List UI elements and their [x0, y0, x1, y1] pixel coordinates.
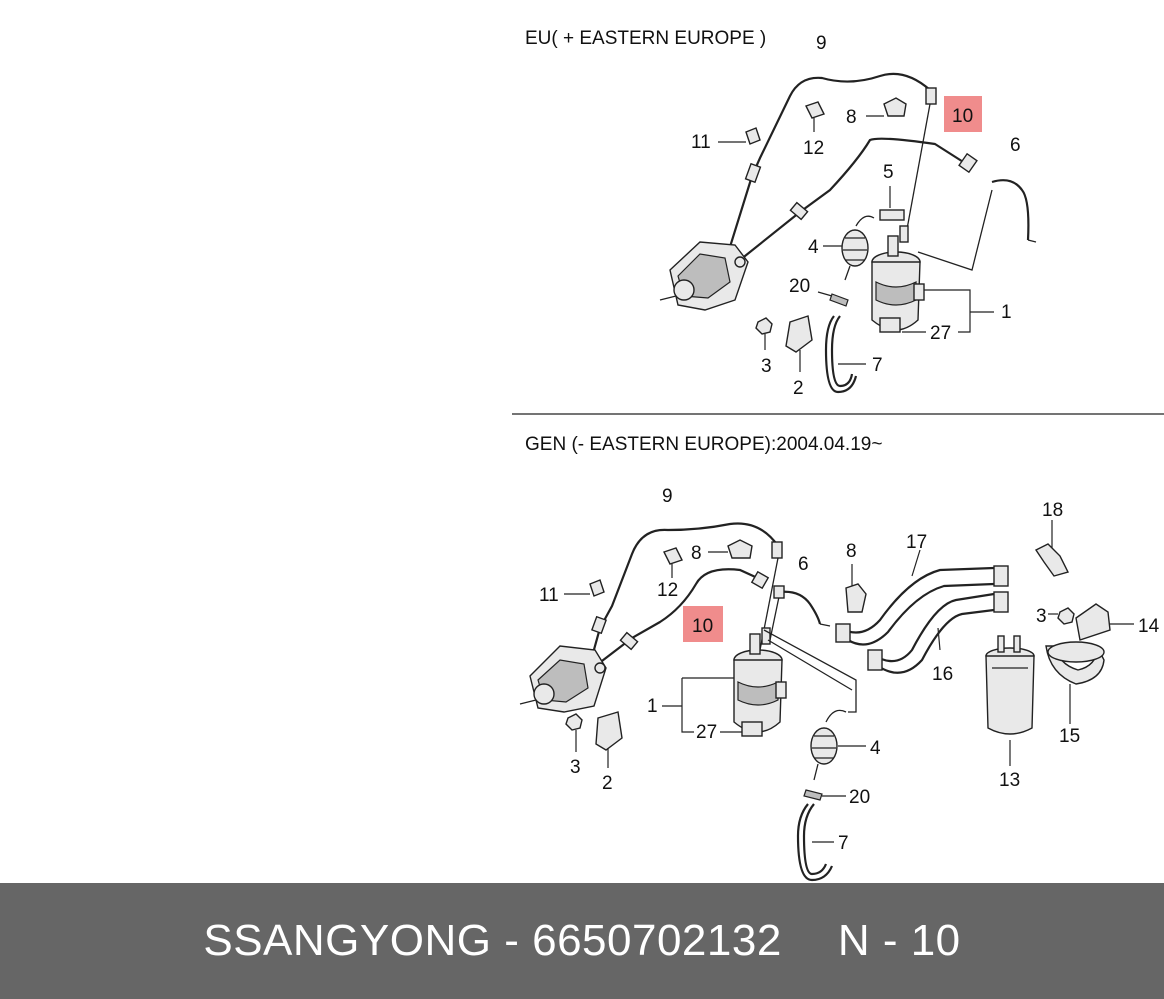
gen-callout-27: 27: [696, 722, 717, 743]
eu-fuel-pipe-10: [739, 137, 969, 261]
gen-callout-8a: 8: [691, 543, 702, 564]
gen-clip-18: [1034, 543, 1070, 577]
gen-section-title: GEN (- EASTERN EUROPE):2004.04.19~: [525, 434, 882, 455]
gen-hose-fitting: [993, 591, 1009, 613]
gen-callout-17: 17: [906, 532, 927, 553]
eu-callout-9: 9: [816, 33, 827, 54]
eu-callout-4: 4: [808, 237, 819, 258]
gen-fuel-pipe-9: [578, 522, 779, 701]
gen-fuel-filter-1: [733, 627, 787, 737]
footer-separator: -: [504, 916, 520, 965]
gen-callout-11: 11: [539, 585, 559, 606]
eu-callout-20: 20: [789, 276, 810, 297]
eu-callout-7: 7: [872, 355, 883, 376]
eu-clamp-20: [829, 293, 849, 307]
gen-hose-fitting: [993, 565, 1009, 587]
gen-hose-7: [796, 803, 834, 882]
gen-hose-17: [839, 566, 995, 634]
gen-callout-9: 9: [662, 486, 673, 507]
footer-brand: SSANGYONG: [203, 916, 492, 965]
eu-pipe-fitting: [958, 152, 978, 174]
gen-pipe-fitting: [773, 585, 785, 599]
gen-clip-8-left: [727, 539, 753, 559]
gen-pipe-fitting: [750, 570, 770, 590]
gen-priming-pump-4: [810, 709, 847, 781]
gen-clip-12: [663, 547, 683, 565]
eu-clip-12: [805, 101, 825, 119]
eu-priming-pump-4: [841, 215, 875, 281]
eu-callout-10-highlight: [944, 96, 982, 132]
eu-section-title: EU( + EASTERN EUROPE ): [525, 28, 766, 49]
gen-fuel-filter-13: [985, 635, 1035, 735]
eu-bracket-2: [785, 315, 813, 353]
gen-callout-10: 10: [692, 616, 713, 637]
gen-callout-18: 18: [1042, 500, 1063, 521]
gen-callout-8b: 8: [846, 541, 857, 562]
gen-callout-2: 2: [602, 773, 613, 794]
gen-clip-8-right: [845, 583, 867, 613]
gen-pipe-fitting: [771, 541, 783, 559]
gen-callout-4: 4: [870, 738, 881, 759]
eu-callout-3: 3: [761, 356, 772, 377]
gen-callout-6: 6: [798, 554, 809, 575]
eu-callout-2: 2: [793, 378, 804, 399]
footer-bar: SSANGYONG - 6650702132 N - 10: [0, 883, 1164, 999]
gen-nut-3-right: [1057, 607, 1075, 625]
eu-clip-8: [883, 97, 907, 117]
footer-part-number: 6650702132: [532, 916, 782, 965]
gen-hose-6: [779, 590, 822, 625]
eu-callout-6: 6: [1010, 135, 1021, 156]
eu-fuel-filter-1: [871, 225, 925, 333]
gen-hose-fitting: [835, 623, 851, 643]
eu-hose-6: [991, 179, 1030, 241]
gen-callout-20: 20: [849, 787, 870, 808]
gen-injection-pump: [519, 645, 607, 713]
gen-callout-16: 16: [932, 664, 953, 685]
gen-clamp-20: [803, 789, 823, 801]
eu-pipe-fitting: [744, 162, 762, 184]
eu-callout-27: 27: [930, 323, 951, 344]
eu-callout-5: 5: [883, 162, 894, 183]
gen-hose-16: [871, 592, 995, 663]
gen-clip-11: [589, 579, 605, 597]
footer-reference: N - 10: [837, 916, 961, 965]
gen-callout-13: 13: [999, 770, 1020, 791]
gen-callout-3b: 3: [1036, 606, 1047, 627]
eu-clip-11: [745, 127, 761, 145]
eu-callout-8: 8: [846, 107, 857, 128]
gen-callout-7: 7: [838, 833, 849, 854]
gen-fuel-pipe-10: [597, 568, 763, 665]
gen-callout-1: 1: [647, 696, 658, 717]
gen-callout-12: 12: [657, 580, 678, 601]
gen-pipe-fitting: [591, 615, 607, 635]
gen-hose-fitting: [867, 649, 883, 671]
gen-bracket-2: [595, 711, 623, 751]
eu-pipe-fitting: [789, 201, 809, 221]
eu-nut-3: [755, 317, 773, 335]
gen-callout-3: 3: [570, 757, 581, 778]
eu-injection-pump: [659, 241, 749, 311]
eu-hose-7: [824, 315, 858, 394]
eu-callout-10: 10: [952, 106, 973, 127]
parts-diagram: EU( + EASTERN EUROPE ): [512, 28, 1164, 882]
gen-pipe-fitting: [619, 631, 639, 651]
gen-callout-15: 15: [1059, 726, 1080, 747]
eu-connector-5: [879, 209, 905, 221]
gen-callout-14: 14: [1138, 616, 1160, 637]
eu-callout-11: 11: [691, 132, 711, 153]
eu-callout-12: 12: [803, 138, 824, 159]
eu-fuel-pipe-9: [714, 72, 931, 293]
gen-callout-10-highlight: [683, 606, 723, 642]
gen-bracket-14: [1075, 603, 1111, 641]
gen-bracket-15: [1045, 641, 1105, 685]
eu-pipe-fitting: [925, 87, 937, 105]
eu-callout-1: 1: [1001, 302, 1012, 323]
gen-nut-3: [565, 713, 583, 731]
